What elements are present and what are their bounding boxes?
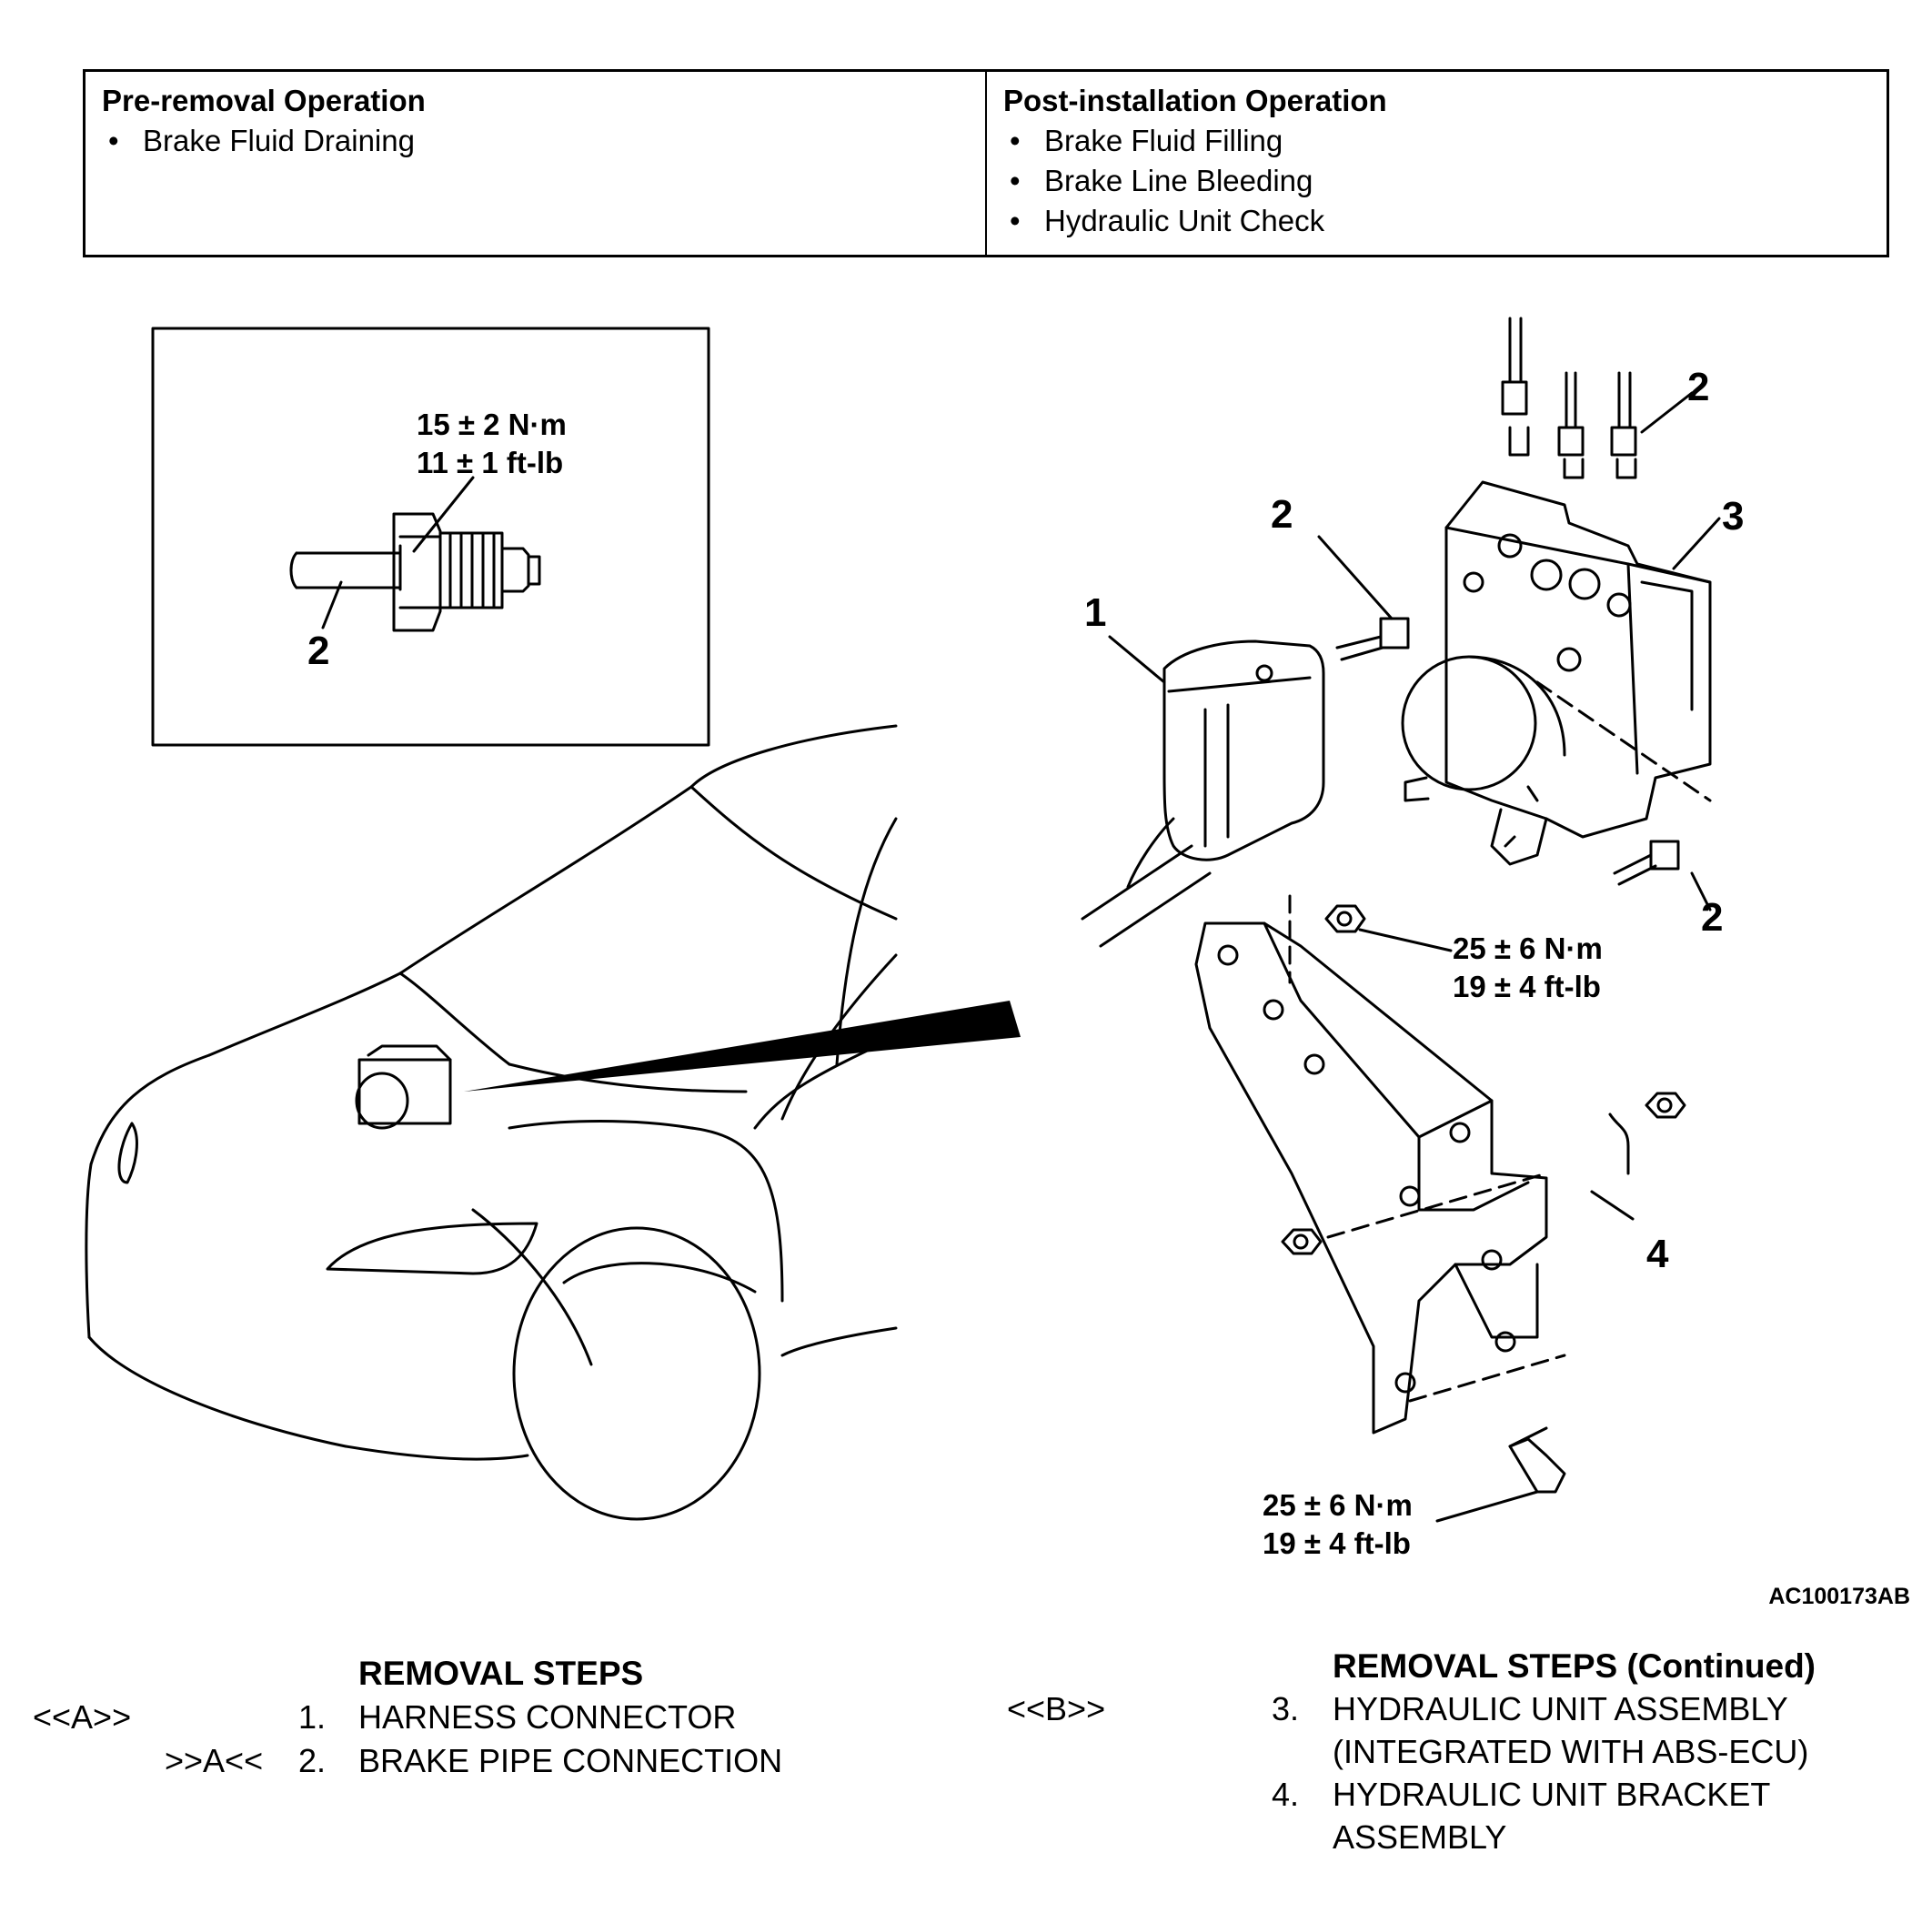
callout-4: 4	[1646, 1232, 1669, 1276]
step-1-text: HARNESS CONNECTOR	[358, 1698, 737, 1736]
pre-removal-heading: Pre-removal Operation	[102, 84, 426, 117]
step-1-number: 1.	[298, 1698, 327, 1736]
step-1-marker: <<A>>	[33, 1698, 132, 1736]
brake-pipe-fitting-icon	[289, 476, 541, 632]
inset-torque-ftlb-label: 11 ± 1 ft-lb	[417, 446, 563, 479]
step-4-text-line1: HYDRAULIC UNIT BRACKET	[1333, 1776, 1771, 1813]
callout-1: 1	[1084, 590, 1106, 635]
pre-removal-list: Brake Fluid Draining	[102, 121, 969, 161]
brake-pipe-icon	[1335, 317, 1680, 886]
abs-hydraulic-unit-illustration: 15 ± 2 N·m 11 ± 1 ft-lb 2 1 2 2 3 2 4 25…	[85, 317, 1910, 1609]
list-item: Brake Fluid Filling	[1003, 121, 1870, 161]
step-4-text-line2: ASSEMBLY	[1333, 1818, 1507, 1856]
location-pointer-icon	[464, 1001, 1021, 1092]
post-installation-list: Brake Fluid Filling Brake Line Bleeding …	[1003, 121, 1870, 241]
list-item: Hydraulic Unit Check	[1003, 201, 1870, 241]
torque-ftlb-lower: 19 ± 4 ft-lb	[1263, 1526, 1411, 1560]
removal-steps-continued-heading: REMOVAL STEPS (Continued)	[1333, 1647, 1816, 1685]
harness-connector-icon	[1081, 639, 1325, 948]
callout-3: 3	[1722, 494, 1744, 539]
step-3-text-line1: HYDRAULIC UNIT ASSEMBLY	[1333, 1690, 1788, 1727]
post-installation-column: Post-installation Operation Brake Fluid …	[985, 72, 1887, 255]
removal-steps-heading: REMOVAL STEPS	[358, 1655, 644, 1692]
alignment-lines	[1288, 680, 1712, 1403]
leader-lines	[1108, 391, 1721, 1523]
vehicle-outline-icon	[85, 724, 898, 1521]
torque-ftlb-upper: 19 ± 4 ft-lb	[1453, 970, 1601, 1003]
step-3-marker: <<B>>	[1007, 1690, 1106, 1727]
figure-id: AC100173AB	[1768, 1584, 1910, 1609]
post-installation-heading: Post-installation Operation	[1003, 84, 1387, 117]
callout-2-left: 2	[1271, 492, 1293, 537]
callout-2-bottom: 2	[1701, 895, 1723, 940]
torque-nm-lower: 25 ± 6 N·m	[1263, 1488, 1413, 1522]
inset-torque-nm-label: 15 ± 2 N·m	[417, 408, 567, 441]
step-2-number: 2.	[298, 1742, 327, 1779]
step-4-number: 4.	[1272, 1776, 1300, 1813]
step-2-marker: >>A<<	[165, 1742, 264, 1779]
step-2-text: BRAKE PIPE CONNECTION	[358, 1742, 783, 1779]
bracket-icon	[1194, 921, 1630, 1435]
torque-nm-upper: 25 ± 6 N·m	[1453, 931, 1603, 965]
inset-callout-2: 2	[307, 629, 329, 673]
inset-frame	[151, 327, 710, 747]
abs-unit-location-icon	[355, 1044, 452, 1130]
list-item: Brake Fluid Draining	[102, 121, 969, 161]
hydraulic-unit-icon	[1401, 480, 1712, 866]
step-3-number: 3.	[1272, 1690, 1300, 1727]
step-3-text-line2: (INTEGRATED WITH ABS-ECU)	[1333, 1733, 1809, 1770]
callout-2-top: 2	[1687, 365, 1709, 409]
operations-table: Pre-removal Operation Brake Fluid Draini…	[83, 69, 1889, 257]
list-item: Brake Line Bleeding	[1003, 161, 1870, 201]
pre-removal-column: Pre-removal Operation Brake Fluid Draini…	[86, 72, 985, 255]
